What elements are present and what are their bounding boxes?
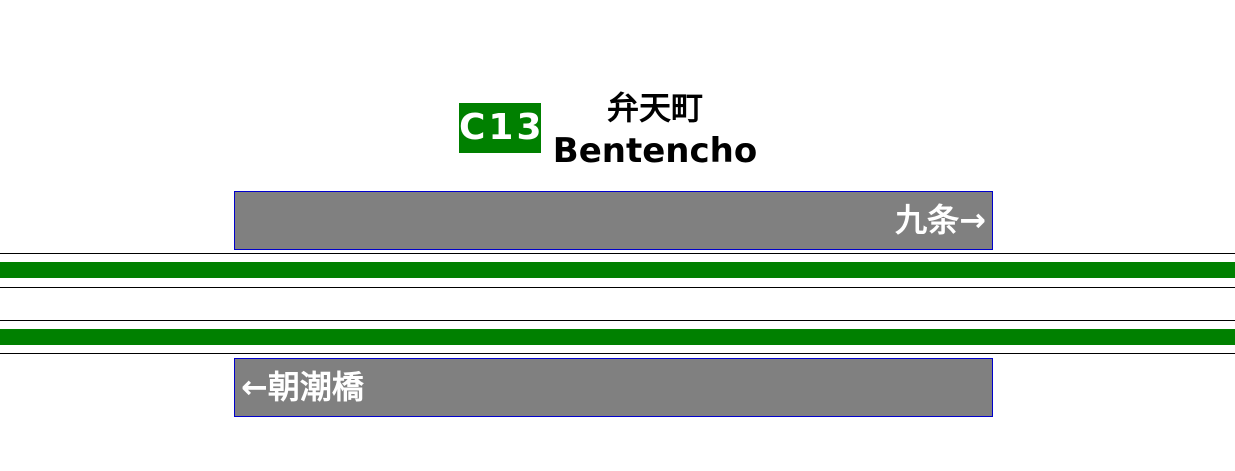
track-upper — [0, 262, 1235, 278]
platform-lower-direction-label: ←朝潮橋 — [241, 368, 364, 406]
station-name-english: Bentencho — [552, 131, 758, 171]
track-upper-outer-rail — [0, 253, 1235, 254]
track-upper-inner-rail — [0, 287, 1235, 288]
platform-lower: ←朝潮橋 — [234, 358, 993, 417]
platform-upper-direction-label: 九条→ — [895, 201, 986, 239]
track-lower — [0, 329, 1235, 345]
track-lower-inner-rail — [0, 320, 1235, 321]
station-name-japanese: 弁天町 — [606, 89, 703, 127]
station-code-badge: C13 — [459, 103, 542, 153]
track-lower-outer-rail — [0, 353, 1235, 354]
platform-upper: 九条→ — [234, 191, 993, 250]
